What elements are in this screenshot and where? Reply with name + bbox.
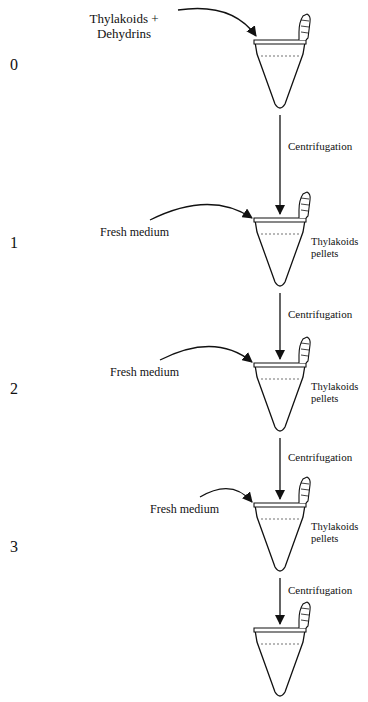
down-arrow (279, 578, 280, 624)
step-number: 0 (10, 56, 18, 74)
pellet-label: Thylakoids pellets (311, 381, 365, 405)
down-arrow (279, 438, 280, 499)
step-label: Fresh medium (150, 503, 219, 517)
tube (254, 14, 310, 108)
tube (254, 192, 310, 286)
tube (254, 477, 310, 571)
curved-arrow (150, 204, 252, 220)
step-label: Fresh medium (110, 366, 179, 380)
step-label: Centrifugation (288, 584, 352, 597)
step-label: Centrifugation (288, 308, 352, 321)
tube (254, 602, 310, 696)
pellet-label: Thylakoids pellets (311, 236, 365, 260)
down-arrow (279, 115, 280, 214)
step-number: 3 (10, 538, 18, 556)
step-label: Centrifugation (288, 451, 352, 464)
step-number: 2 (10, 380, 18, 398)
pellet-label: Thylakoids pellets (311, 521, 365, 545)
curved-arrow (178, 8, 256, 36)
step-label: Fresh medium (100, 226, 169, 240)
curved-arrow (160, 346, 252, 362)
step-label: Centrifugation (288, 140, 352, 153)
step-number: 1 (10, 234, 18, 252)
sample-label: Thylakoids + Dehydrins (72, 12, 176, 42)
down-arrow (279, 293, 280, 359)
tube (254, 337, 310, 431)
curved-arrow (200, 489, 252, 502)
